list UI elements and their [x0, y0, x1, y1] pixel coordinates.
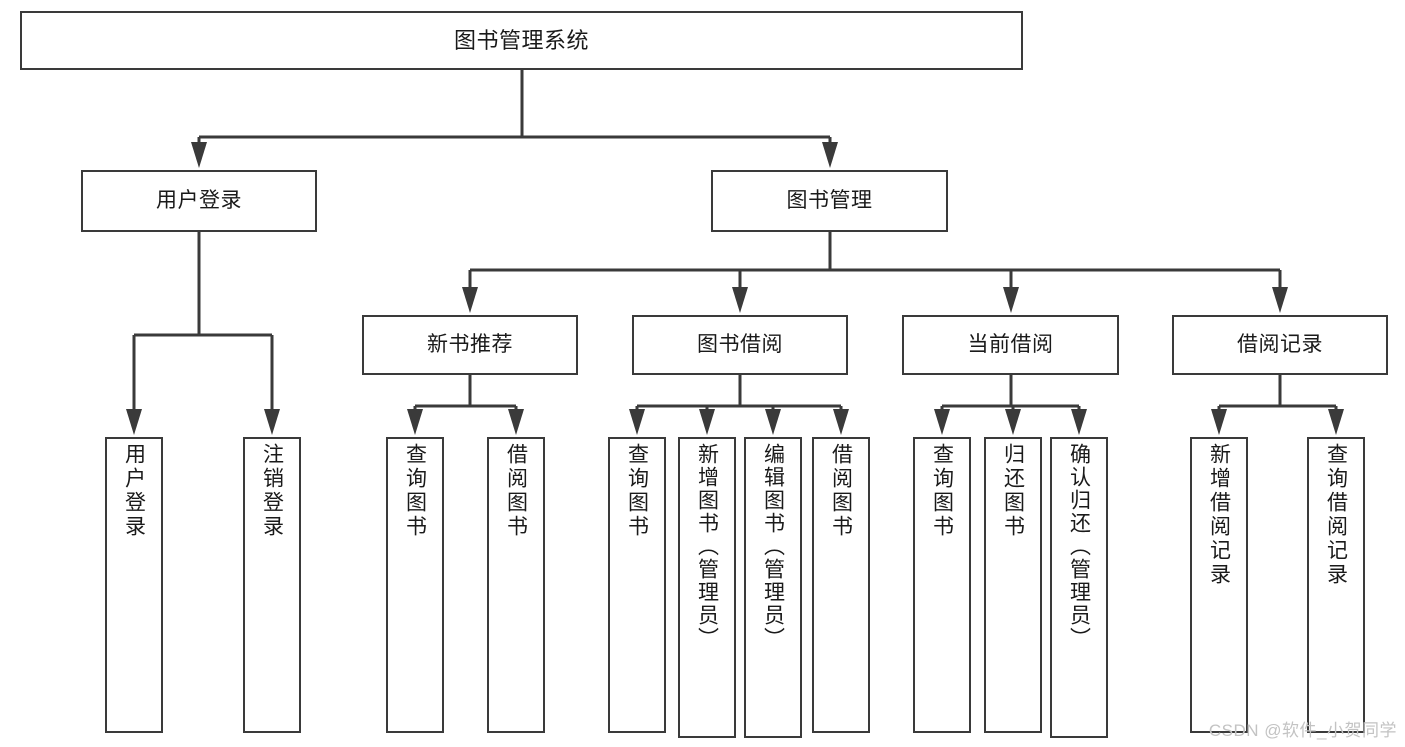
- node-label: 用户登录: [122, 443, 146, 539]
- node-label: 查询图书: [403, 443, 427, 539]
- arrowhead-user-login: [191, 142, 207, 168]
- node-leaf-borrow-book-rec[interactable]: 借阅图书: [487, 437, 545, 733]
- arrowhead-leaf-logout: [264, 409, 280, 435]
- node-label: 图书借阅: [697, 332, 783, 356]
- arrowhead-book-manage: [822, 142, 838, 168]
- node-current-borrow[interactable]: 当前借阅: [902, 315, 1119, 375]
- node-label: 查询借阅记录: [1324, 443, 1348, 587]
- arrowhead-leaf-add-book: [699, 409, 715, 435]
- node-label: 查询图书: [625, 443, 649, 539]
- watermark: CSDN @软件_小贺同学: [1208, 721, 1397, 740]
- node-label: 注销登录: [260, 443, 284, 539]
- node-leaf-return-book[interactable]: 归还图书: [984, 437, 1042, 733]
- node-label: 编辑图书（管理员）: [761, 443, 785, 650]
- arrowhead-leaf-return-book: [1005, 409, 1021, 435]
- node-leaf-logout[interactable]: 注销登录: [243, 437, 301, 733]
- node-book-borrow[interactable]: 图书借阅: [632, 315, 848, 375]
- node-label: 借阅记录: [1237, 332, 1323, 356]
- node-leaf-query-book-cur[interactable]: 查询图书: [913, 437, 971, 733]
- node-label: 新书推荐: [427, 332, 513, 356]
- arrowhead-leaf-borrow-book-rec: [508, 409, 524, 435]
- node-label: 查询图书: [930, 443, 954, 539]
- node-borrow-record[interactable]: 借阅记录: [1172, 315, 1388, 375]
- node-leaf-query-record[interactable]: 查询借阅记录: [1307, 437, 1365, 733]
- node-label: 新增借阅记录: [1207, 443, 1231, 587]
- arrowhead-leaf-confirm-return: [1071, 409, 1087, 435]
- node-leaf-query-book-rec[interactable]: 查询图书: [386, 437, 444, 733]
- node-label: 归还图书: [1001, 443, 1025, 539]
- node-leaf-query-book-borrow[interactable]: 查询图书: [608, 437, 666, 733]
- node-leaf-add-book[interactable]: 新增图书（管理员）: [678, 437, 736, 738]
- arrowhead-leaf-borrow-book: [833, 409, 849, 435]
- arrowhead-leaf-user-login: [126, 409, 142, 435]
- node-leaf-add-record[interactable]: 新增借阅记录: [1190, 437, 1248, 733]
- node-label: 借阅图书: [829, 443, 853, 539]
- arrowhead-borrow-record: [1272, 287, 1288, 313]
- node-leaf-confirm-return[interactable]: 确认归还（管理员）: [1050, 437, 1108, 738]
- node-new-book-rec[interactable]: 新书推荐: [362, 315, 578, 375]
- node-label: 图书管理系统: [453, 27, 589, 53]
- node-user-login[interactable]: 用户登录: [81, 170, 317, 232]
- node-label: 当前借阅: [967, 332, 1054, 356]
- node-label: 确认归还（管理员）: [1067, 443, 1091, 650]
- arrowhead-current-borrow: [1003, 287, 1019, 313]
- node-book-manage[interactable]: 图书管理: [711, 170, 948, 232]
- arrowhead-book-borrow: [732, 287, 748, 313]
- node-label: 借阅图书: [504, 443, 528, 539]
- node-leaf-edit-book[interactable]: 编辑图书（管理员）: [744, 437, 802, 738]
- arrowhead-leaf-query-record: [1328, 409, 1344, 435]
- node-label: 用户登录: [156, 188, 242, 212]
- node-root[interactable]: 图书管理系统: [20, 11, 1023, 70]
- arrowhead-leaf-query-book-borrow: [629, 409, 645, 435]
- arrowhead-leaf-query-book-rec: [407, 409, 423, 435]
- arrowhead-leaf-edit-book: [765, 409, 781, 435]
- node-leaf-borrow-book[interactable]: 借阅图书: [812, 437, 870, 733]
- node-label: 图书管理: [786, 188, 873, 212]
- node-leaf-user-login[interactable]: 用户登录: [105, 437, 163, 733]
- arrowhead-new-book-rec: [462, 287, 478, 313]
- arrowhead-leaf-add-record: [1211, 409, 1227, 435]
- arrowhead-leaf-query-book-cur: [934, 409, 950, 435]
- node-label: 新增图书（管理员）: [695, 443, 719, 650]
